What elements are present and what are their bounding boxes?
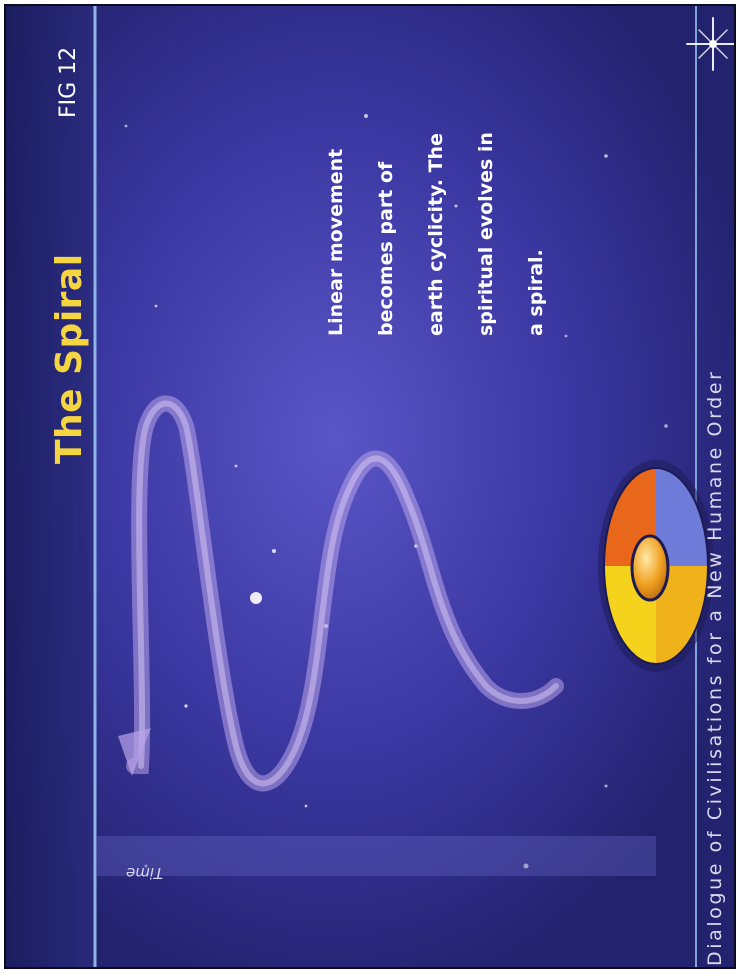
poster-frame: The Spiral FIG 12 Linear movement become… [4, 4, 736, 969]
footer-caption: Dialogue of Civilisations for a New Huma… [704, 369, 726, 966]
description-line: earth cyclicity. The [425, 133, 447, 336]
poster-title: The Spiral [49, 253, 90, 464]
time-axis-label: Time [126, 864, 164, 882]
description-line: a spiral. [525, 249, 547, 336]
figure-label: FIG 12 [56, 46, 81, 118]
description-line: Linear movement [325, 148, 347, 336]
starfield-background [6, 6, 734, 967]
description-line: spiritual evolves in [475, 132, 497, 336]
cycle-wheel-graphic [598, 460, 714, 672]
description-line: becomes part of [375, 161, 397, 336]
starburst-icon [686, 17, 734, 71]
spiral-arrow-graphic [118, 395, 564, 792]
description-text: Linear movement becomes part of earth cy… [311, 132, 561, 336]
